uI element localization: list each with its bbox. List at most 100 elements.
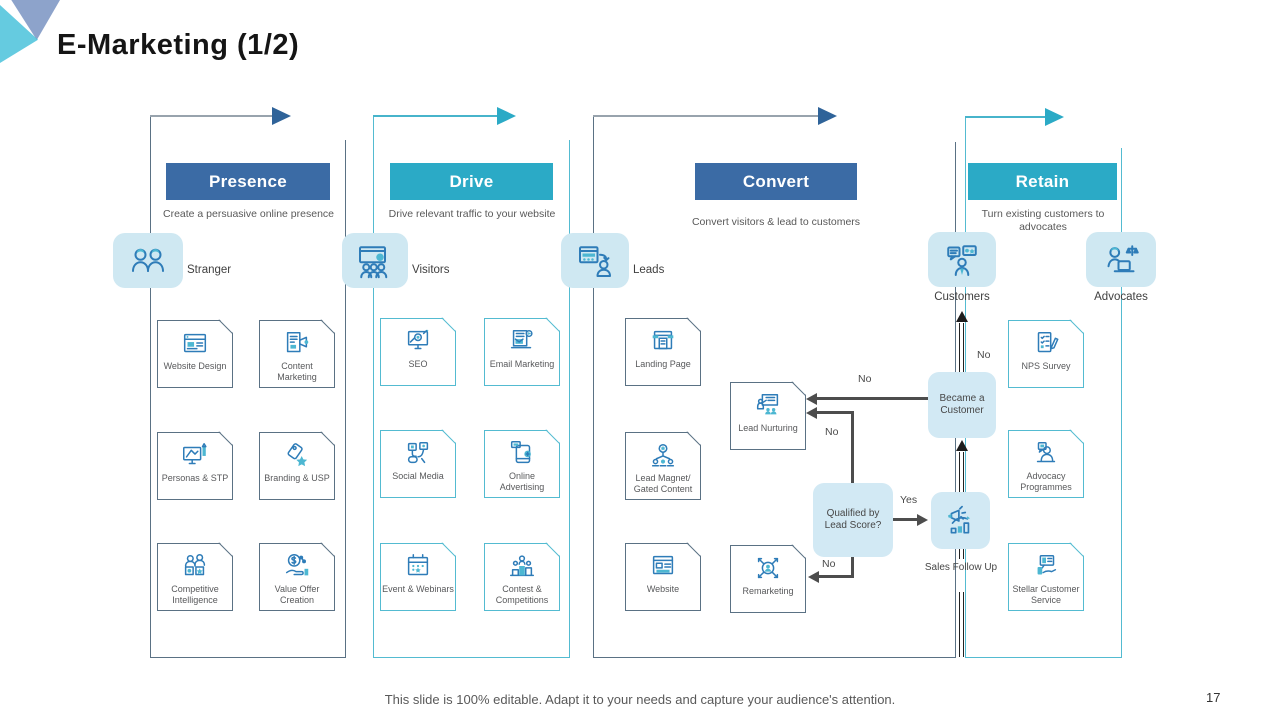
drive-frame-right bbox=[569, 140, 570, 658]
up-arrow-2-icon bbox=[956, 440, 968, 451]
connector-below-sales-2 bbox=[959, 592, 964, 657]
advocacy-programmes-icon bbox=[1036, 441, 1056, 463]
tile-advocacy-programmes: Advocacy Programmes bbox=[1008, 430, 1084, 498]
presence-header: Presence bbox=[166, 163, 330, 200]
nps-survey-icon bbox=[1037, 331, 1059, 353]
yes-arrow-shaft bbox=[893, 518, 918, 521]
tile-label: Competitive Intelligence bbox=[171, 584, 219, 605]
customers-label: Customers bbox=[934, 291, 990, 303]
drive-header: Drive bbox=[390, 163, 553, 200]
visitors-icon bbox=[342, 233, 408, 288]
tile-event-webinars: Event & Webinars bbox=[380, 543, 456, 611]
remarketing-icon bbox=[757, 557, 779, 579]
stranger-label: Stranger bbox=[187, 264, 232, 276]
tile-website-design: Website Design bbox=[157, 320, 233, 388]
advocates-label: Advocates bbox=[1094, 291, 1148, 303]
tile-seo: SEO bbox=[380, 318, 456, 386]
advocates-icon bbox=[1086, 232, 1156, 287]
tile-label: Value Offer Creation bbox=[274, 584, 320, 605]
presence-subtitle: Create a persuasive online presence bbox=[162, 208, 335, 220]
drive-arrow-icon bbox=[497, 107, 516, 125]
online-advertising-icon bbox=[510, 441, 531, 464]
tile-label: NPS Survey bbox=[1021, 361, 1071, 371]
personas-stp-icon bbox=[183, 443, 207, 465]
contest-competitions-icon bbox=[510, 555, 534, 577]
tile-label: Lead Magnet/ Gated Content bbox=[633, 473, 693, 494]
tile-label: Email Marketing bbox=[489, 359, 555, 369]
convert-subtitle: Convert visitors & lead to customers bbox=[691, 216, 861, 228]
email-marketing-icon bbox=[510, 329, 533, 349]
tile-lead-magnet: Lead Magnet/ Gated Content bbox=[625, 432, 701, 500]
qualified-by-lead-score-node: Qualified by Lead Score? bbox=[813, 483, 893, 557]
lead-nurturing-icon bbox=[756, 393, 779, 415]
tile-label: Lead Nurturing bbox=[738, 423, 798, 433]
connector-sales-to-became bbox=[959, 452, 964, 492]
retain-header-label: Retain bbox=[1015, 171, 1070, 191]
tile-website: Website bbox=[625, 543, 701, 611]
footer-note: This slide is 100% editable. Adapt it to… bbox=[384, 692, 896, 707]
drive-subtitle: Drive relevant traffic to your website bbox=[388, 208, 556, 220]
retain-frame-bottom bbox=[965, 657, 1122, 658]
convert-arrow-shaft bbox=[593, 115, 818, 117]
retain-arrow-icon bbox=[1045, 108, 1064, 126]
website-design-icon bbox=[183, 333, 207, 353]
tile-branding-usp: Branding & USP bbox=[259, 432, 335, 500]
tile-label: Event & Webinars bbox=[382, 584, 454, 594]
drive-frame-left bbox=[373, 115, 374, 658]
tile-online-advertising: Online Advertising bbox=[484, 430, 560, 498]
tile-value-offer-creation: Value Offer Creation bbox=[259, 543, 335, 611]
tile-remarketing: Remarketing bbox=[730, 545, 806, 613]
page-title: E-Marketing (1/2) bbox=[57, 29, 300, 62]
presence-header-label: Presence bbox=[208, 171, 287, 191]
stellar-customer-service-icon bbox=[1037, 554, 1057, 575]
value-offer-creation-icon bbox=[285, 554, 309, 576]
tile-content-marketing: Content Marketing bbox=[259, 320, 335, 388]
drive-arrow-shaft bbox=[373, 115, 497, 117]
content-marketing-icon bbox=[286, 331, 309, 353]
no-arrow-2-vertical bbox=[851, 411, 854, 483]
tile-label: SEO bbox=[408, 359, 428, 369]
tile-label: Stellar Customer Service bbox=[1012, 584, 1080, 605]
tile-landing-page: Landing Page bbox=[625, 318, 701, 386]
presence-frame-right bbox=[345, 140, 346, 658]
visitors-label: Visitors bbox=[412, 264, 450, 276]
no-arrow-3-shaft bbox=[818, 575, 854, 578]
landing-page-icon bbox=[652, 330, 674, 350]
tile-label: Remarketing bbox=[742, 586, 794, 596]
convert-arrow-icon bbox=[818, 107, 837, 125]
leads-icon bbox=[561, 233, 629, 288]
retain-header: Retain bbox=[968, 163, 1117, 200]
tile-label: Branding & USP bbox=[264, 473, 330, 483]
no-arrow-2-shaft bbox=[816, 411, 854, 414]
no-label-3: No bbox=[822, 558, 836, 570]
tile-label: Advocacy Programmes bbox=[1020, 471, 1072, 492]
no-label-1: No bbox=[858, 373, 872, 385]
no-label-2: No bbox=[825, 426, 839, 438]
competitive-intelligence-icon bbox=[184, 554, 206, 576]
yes-label: Yes bbox=[900, 494, 918, 506]
tile-label: Social Media bbox=[392, 471, 444, 481]
convert-header: Convert bbox=[695, 163, 857, 200]
no-arrow-1-head-icon bbox=[806, 392, 817, 405]
tile-competitive-intelligence: Competitive Intelligence bbox=[157, 543, 233, 611]
tile-social-media: Social Media bbox=[380, 430, 456, 498]
tile-email-marketing: Email Marketing bbox=[484, 318, 560, 386]
tile-label: Personas & STP bbox=[161, 473, 229, 483]
no-arrow-3-head-icon bbox=[808, 570, 819, 583]
no-arrow-2-head-icon bbox=[806, 406, 817, 419]
presence-frame-left bbox=[150, 115, 151, 658]
customers-icon bbox=[928, 232, 996, 287]
convert-frame-left bbox=[593, 115, 594, 658]
convert-frame-bottom bbox=[593, 657, 956, 658]
event-webinars-icon bbox=[407, 554, 429, 576]
sales-follow-up-label: Sales Follow Up bbox=[924, 562, 998, 573]
tile-label: Landing Page bbox=[635, 359, 691, 369]
convert-header-label: Convert bbox=[742, 171, 810, 191]
presence-arrow-icon bbox=[272, 107, 291, 125]
retain-arrow-shaft bbox=[965, 116, 1045, 118]
presence-arrow-shaft bbox=[150, 115, 272, 117]
no-label-4: No bbox=[977, 349, 991, 361]
sales-follow-up-node bbox=[931, 492, 990, 549]
leads-label: Leads bbox=[633, 264, 665, 276]
